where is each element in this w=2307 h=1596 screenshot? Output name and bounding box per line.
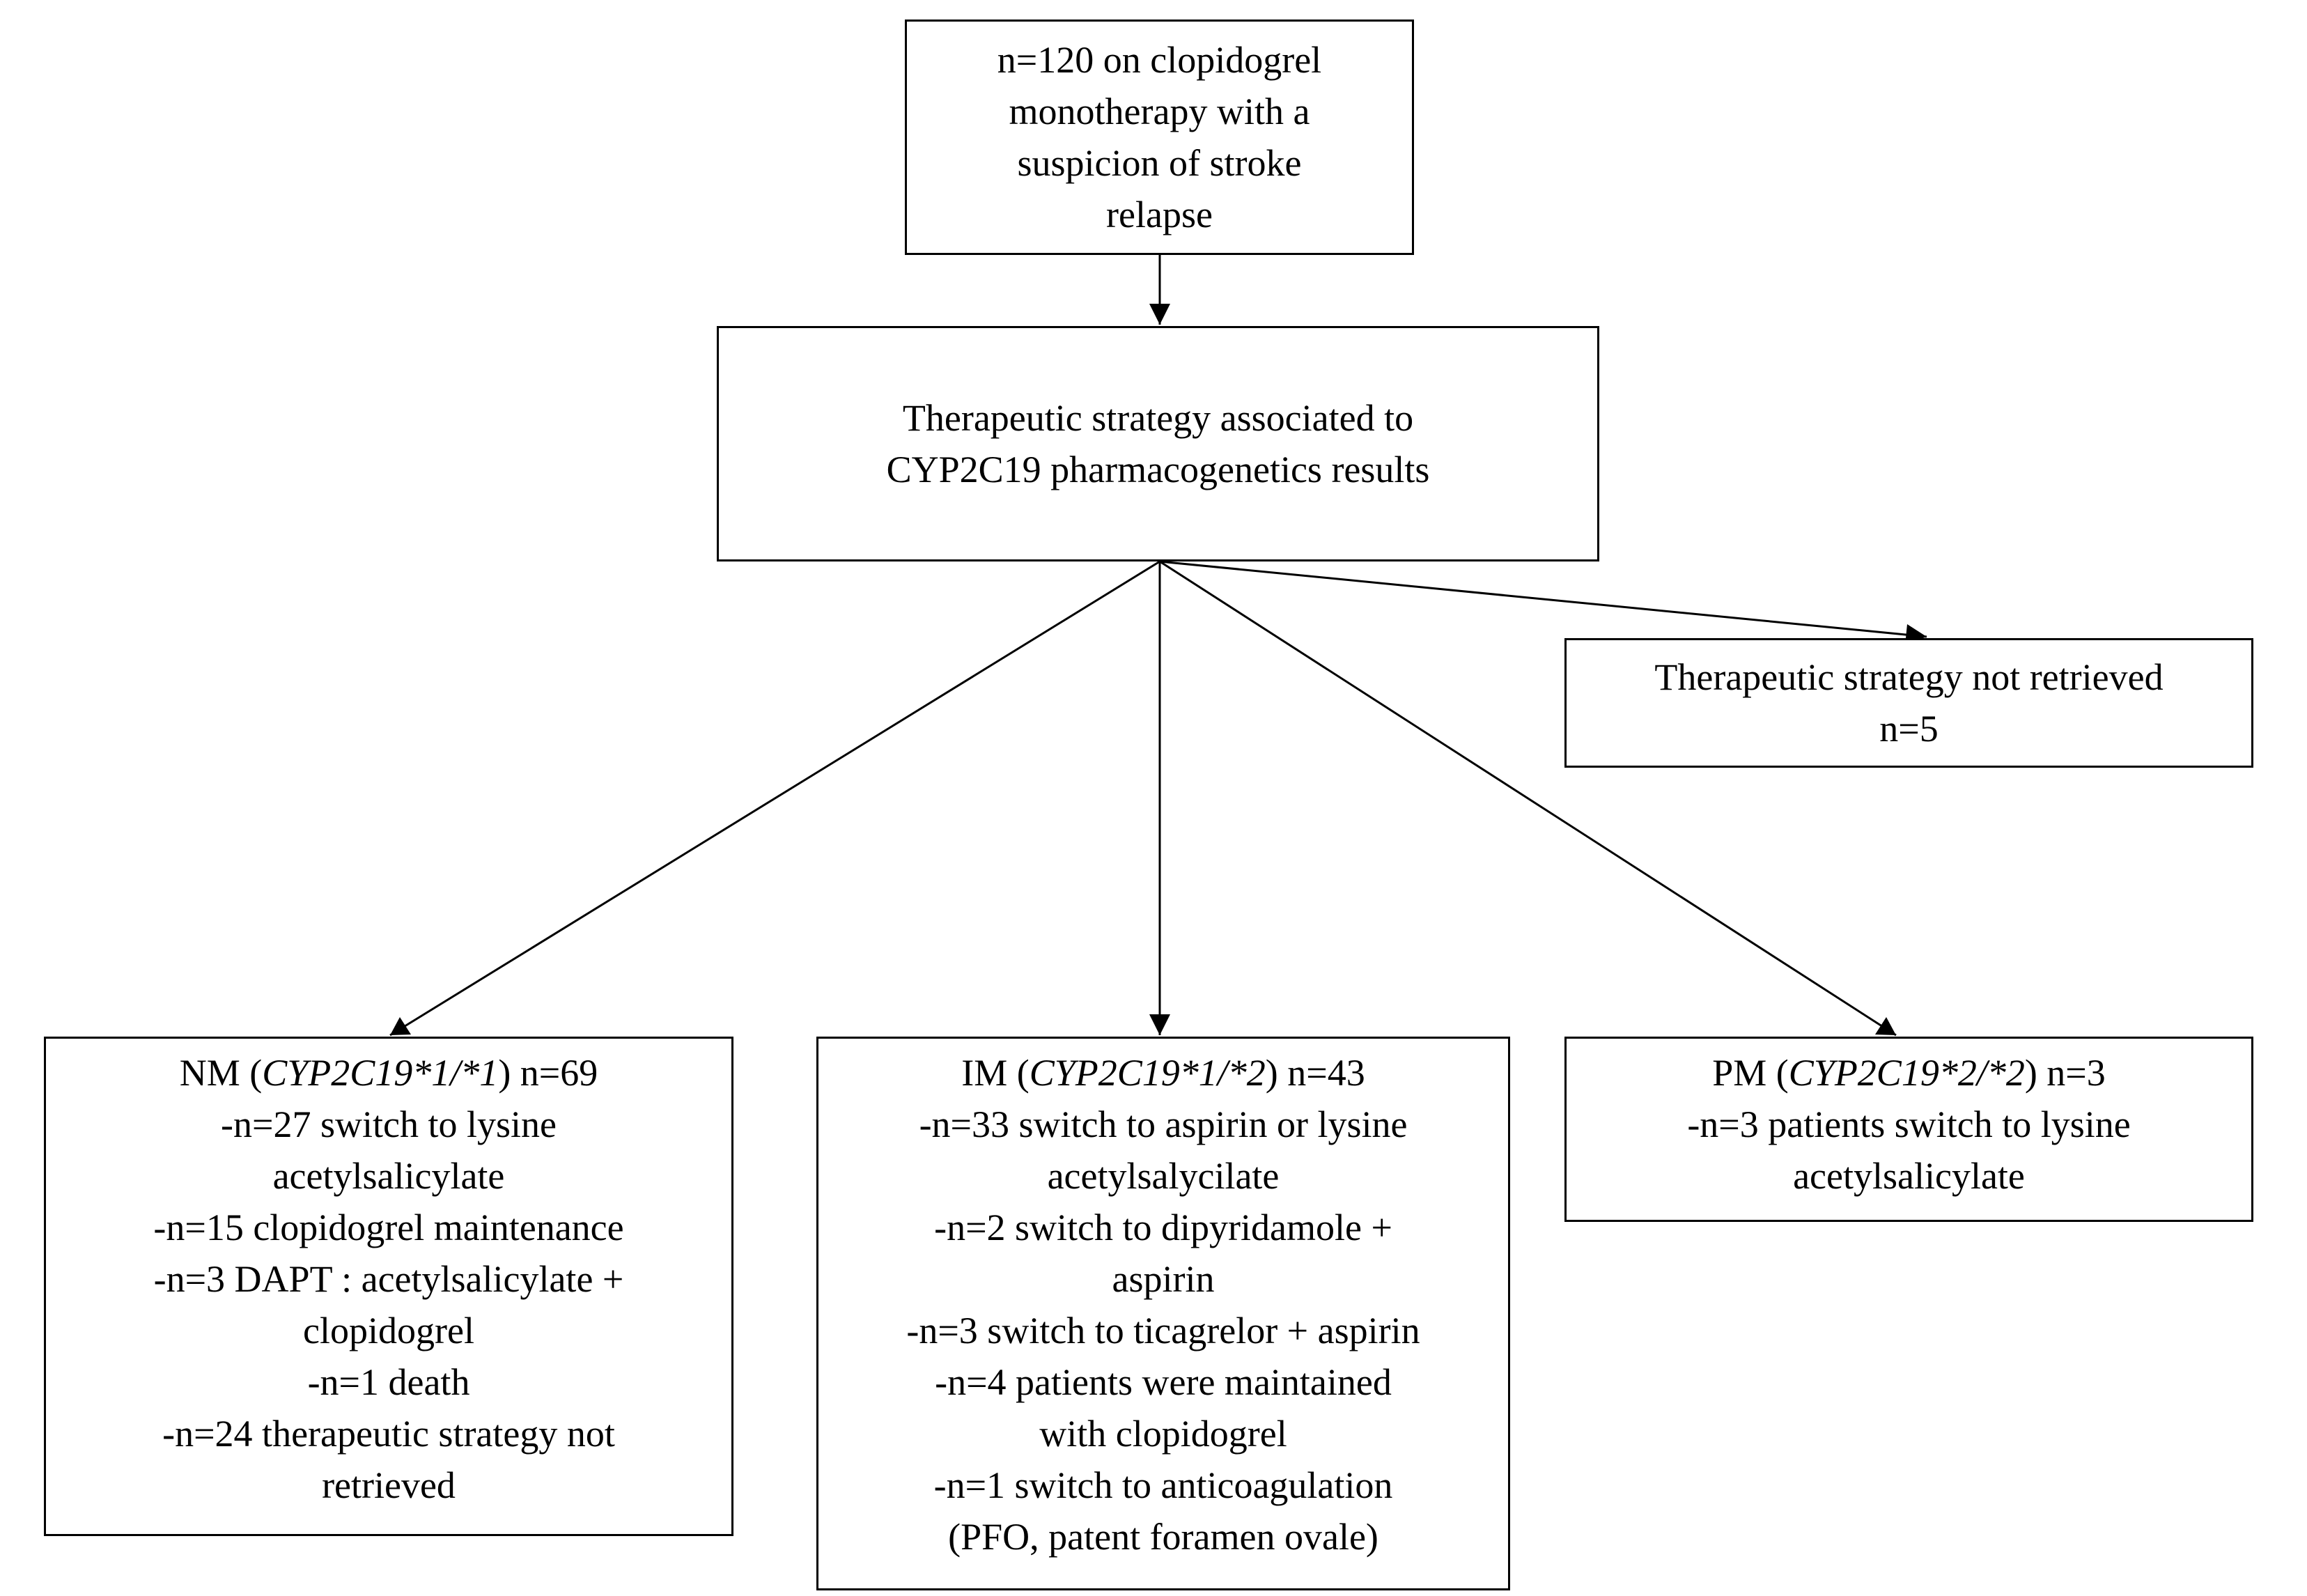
node-line: acetylsalicylate xyxy=(1793,1155,2025,1197)
arrow-top-to-mid xyxy=(1149,304,1170,325)
header-suffix: ) n=43 xyxy=(1265,1052,1365,1094)
node-line: clopidogrel xyxy=(303,1310,474,1351)
node-line: acetylsalicylate xyxy=(272,1155,505,1197)
node-line: -n=3 patients switch to lysine xyxy=(1687,1103,2131,1145)
node-line: aspirin xyxy=(1112,1258,1215,1300)
node-line: with clopidogrel xyxy=(1039,1413,1287,1455)
arrow-mid-to-nm xyxy=(390,1017,411,1035)
genotype-label: CYP2C19*1/*1 xyxy=(262,1052,499,1094)
arrow-mid-to-pm xyxy=(1875,1017,1896,1035)
edge-mid-to-pm xyxy=(1159,560,1897,1037)
node-line: -n=1 switch to anticoagulation xyxy=(933,1464,1393,1506)
node-line: -n=1 death xyxy=(307,1361,470,1403)
node-line: -n=3 DAPT : acetylsalicylate + xyxy=(153,1258,624,1300)
node-line: -n=24 therapeutic strategy not xyxy=(162,1413,615,1455)
header-suffix: ) n=3 xyxy=(2024,1052,2106,1094)
node-header: IM (CYP2C19*1/*2) n=43 xyxy=(961,1047,1365,1099)
node-strategy-not-retrieved: Therapeutic strategy not retrieved n=5 xyxy=(1564,638,2253,768)
node-line: suspicion of stroke xyxy=(1017,142,1302,184)
node-pm-genotype: PM (CYP2C19*2/*2) n=3 -n=3 patients swit… xyxy=(1564,1037,2253,1222)
node-line: -n=33 switch to aspirin or lysine xyxy=(919,1103,1408,1145)
node-line: -n=3 switch to ticagrelor + aspirin xyxy=(906,1310,1420,1351)
node-line: (PFO, patent foramen ovale) xyxy=(948,1516,1378,1558)
node-line: -n=15 clopidogrel maintenance xyxy=(153,1207,624,1248)
node-line: monotherapy with a xyxy=(1009,91,1310,132)
node-therapeutic-strategy: Therapeutic strategy associated to CYP2C… xyxy=(717,326,1599,561)
header-prefix: NM ( xyxy=(179,1052,263,1094)
node-nm-genotype: NM (CYP2C19*1/*1) n=69 -n=27 switch to l… xyxy=(44,1037,733,1536)
header-prefix: PM ( xyxy=(1712,1052,1789,1094)
node-line: retrieved xyxy=(322,1464,456,1506)
node-line: relapse xyxy=(1106,194,1213,235)
arrow-mid-to-im xyxy=(1149,1014,1170,1035)
node-line: n=120 on clopidogrel xyxy=(997,39,1322,81)
header-prefix: IM ( xyxy=(961,1052,1030,1094)
node-im-genotype: IM (CYP2C19*1/*2) n=43 -n=33 switch to a… xyxy=(816,1037,1510,1590)
genotype-label: CYP2C19*2/*2 xyxy=(1788,1052,2025,1094)
node-line: Therapeutic strategy associated to xyxy=(902,397,1414,439)
node-line: -n=2 switch to dipyridamole + xyxy=(934,1207,1392,1248)
edge-mid-to-nm xyxy=(389,560,1160,1037)
node-line: Therapeutic strategy not retrieved xyxy=(1654,656,2164,698)
node-clopidogrel-cohort: n=120 on clopidogrel monotherapy with a … xyxy=(905,20,1414,255)
node-line: acetylsalycilate xyxy=(1047,1155,1280,1197)
edge-mid-to-notretrieved xyxy=(1159,560,1927,638)
node-line: n=5 xyxy=(1879,708,1939,750)
header-suffix: ) n=69 xyxy=(498,1052,598,1094)
node-line: -n=4 patients were maintained xyxy=(935,1361,1392,1403)
genotype-label: CYP2C19*1/*2 xyxy=(1029,1052,1266,1094)
node-line: CYP2C19 pharmacogenetics results xyxy=(886,449,1430,490)
node-line: -n=27 switch to lysine xyxy=(221,1103,557,1145)
node-header: NM (CYP2C19*1/*1) n=69 xyxy=(180,1047,598,1099)
node-header: PM (CYP2C19*2/*2) n=3 xyxy=(1712,1047,2106,1099)
